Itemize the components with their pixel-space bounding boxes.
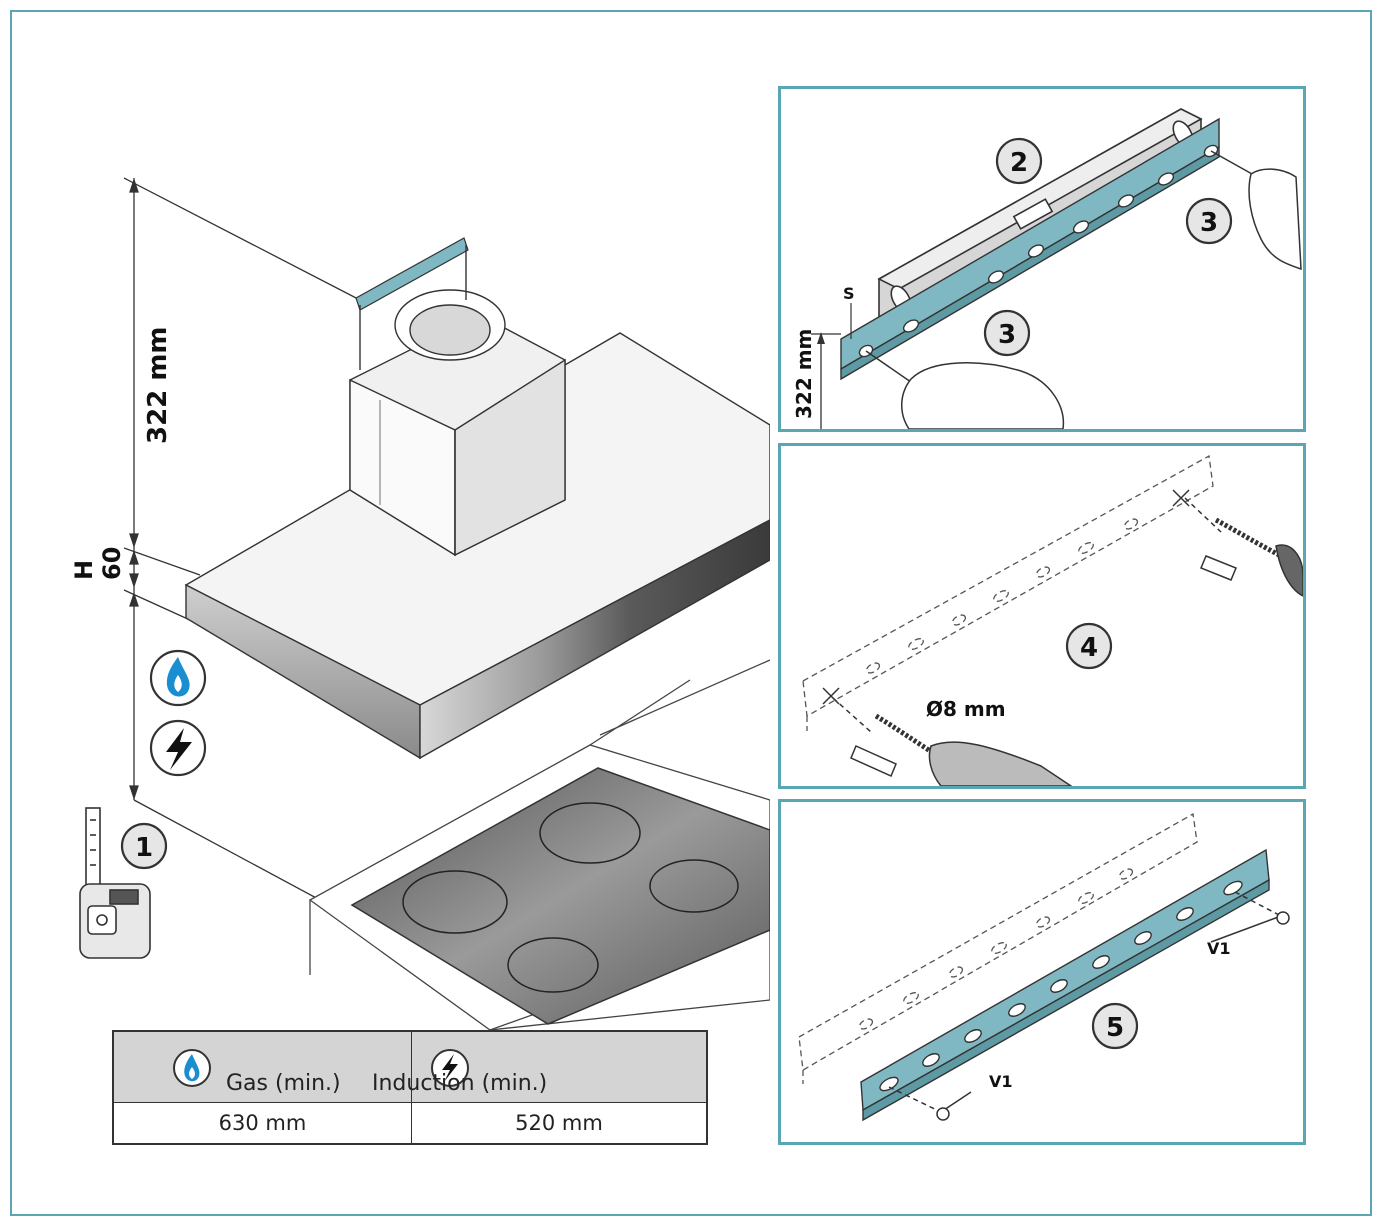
table-cell-gas: 630 mm — [112, 1102, 412, 1145]
screw-icon — [888, 891, 1290, 1121]
hand-pencil-left — [865, 350, 1065, 429]
drill-icon — [1184, 497, 1303, 597]
lightning-icon — [431, 1049, 469, 1087]
step-2-marker: 2 — [995, 137, 1043, 185]
table-header-gas-label: Gas (min.) — [226, 1071, 341, 1096]
step-2-label: 2 — [1010, 148, 1028, 178]
step-5-marker: 5 — [1091, 1002, 1139, 1050]
hand-pencil-right — [1210, 150, 1302, 271]
hood-top-bracket — [355, 237, 469, 370]
hood-chimney-unit — [349, 289, 566, 557]
hob-zone — [402, 870, 508, 934]
table-header-row: Gas (min.) Induction (min.) — [112, 1030, 708, 1103]
table-row: 630 mm 520 mm — [112, 1102, 708, 1145]
step-4-label: 4 — [1080, 633, 1098, 663]
main-illustration: 322 mm H 60 — [70, 177, 770, 1030]
panel-mark-holes: 322 mm S 2 3 3 — [778, 86, 1306, 432]
panel-fix-bracket: V1 V1 5 — [778, 799, 1306, 1145]
induction-hob — [350, 767, 770, 1025]
step-1-label: 1 — [135, 833, 153, 863]
step-3-marker-right: 3 — [1185, 197, 1233, 245]
bracket-outline-dashed — [798, 812, 1198, 1084]
step-3-marker-left: 3 — [983, 309, 1031, 357]
hob-zone — [507, 937, 599, 993]
step-4-marker: 4 — [1065, 622, 1113, 670]
main-h-label: H — [70, 560, 98, 580]
diagram-frame — [10, 10, 1372, 1216]
panel-a-s-label: S — [843, 284, 855, 303]
step-3-label-left: 3 — [998, 320, 1016, 350]
table-header-induction: Induction (min.) — [372, 1030, 708, 1103]
drill-icon — [832, 697, 1073, 786]
main-height-label: 322 mm — [143, 326, 173, 444]
main-depth-label: 60 — [98, 547, 126, 580]
table-cell-induction: 520 mm — [411, 1102, 708, 1145]
wall-bracket — [860, 848, 1270, 1122]
panel-a-height-label: 322 mm — [792, 329, 816, 419]
drill-size-label: Ø8 mm — [926, 697, 1006, 721]
hob-zone — [649, 859, 739, 913]
flame-icon — [149, 649, 207, 707]
lightning-icon — [149, 719, 207, 777]
hob-zone — [539, 802, 641, 864]
dimension-lines — [123, 177, 361, 901]
bracket-outline-dashed — [802, 454, 1214, 731]
tape-measure-icon — [79, 807, 151, 959]
flame-icon — [173, 1049, 211, 1087]
step-1-marker: 1 — [120, 822, 168, 870]
step-3-label-right: 3 — [1200, 208, 1218, 238]
table-header-gas: Gas (min.) — [112, 1030, 412, 1103]
wall-bracket — [840, 117, 1220, 381]
step-5-label: 5 — [1106, 1013, 1124, 1043]
clearance-table: Gas (min.) Induction (min.) 630 mm 520 m… — [112, 1030, 708, 1145]
panel-drill-holes: Ø8 mm 4 — [778, 443, 1306, 789]
table-header-induction-label: Induction (min.) — [372, 1071, 548, 1096]
screw-label-right: V1 — [1207, 939, 1231, 958]
screw-label-left: V1 — [989, 1072, 1013, 1091]
